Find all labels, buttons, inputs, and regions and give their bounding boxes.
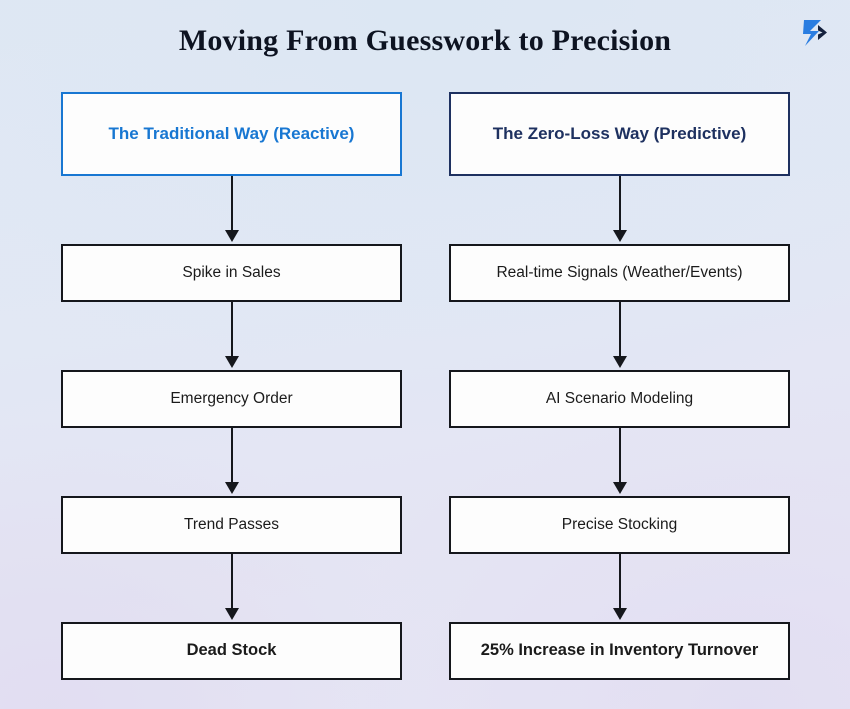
connector-arrow xyxy=(449,554,790,622)
column-zero-loss: The Zero-Loss Way (Predictive) Real-time… xyxy=(449,92,790,680)
arrow-stem xyxy=(230,554,233,610)
page-title: Moving From Guesswork to Precision xyxy=(178,24,672,57)
arrow-stem xyxy=(230,428,233,484)
node-zero-loss-4[interactable]: 25% Increase in Inventory Turnover xyxy=(449,622,790,680)
connector-arrow xyxy=(61,428,402,496)
arrow-head-icon xyxy=(612,608,627,620)
node-traditional-1[interactable]: Spike in Sales xyxy=(61,244,402,302)
node-zero-loss-3[interactable]: Precise Stocking xyxy=(449,496,790,554)
arrow-stem xyxy=(618,302,621,358)
connector-arrow xyxy=(61,302,402,370)
connector-arrow xyxy=(449,428,790,496)
column-traditional-header[interactable]: The Traditional Way (Reactive) xyxy=(61,92,402,176)
arrow-stem xyxy=(230,302,233,358)
connector-arrow xyxy=(449,302,790,370)
connector-arrow xyxy=(61,176,402,244)
arrow-head-icon xyxy=(224,230,239,242)
node-zero-loss-1[interactable]: Real-time Signals (Weather/Events) xyxy=(449,244,790,302)
node-traditional-4[interactable]: Dead Stock xyxy=(61,622,402,680)
arrow-head-icon xyxy=(612,356,627,368)
arrow-stem xyxy=(230,176,233,232)
arrow-head-icon xyxy=(224,482,239,494)
arrow-stem xyxy=(618,554,621,610)
arrow-head-icon xyxy=(224,608,239,620)
node-traditional-3[interactable]: Trend Passes xyxy=(61,496,402,554)
arrow-stem xyxy=(618,428,621,484)
connector-arrow xyxy=(61,554,402,622)
arrow-head-icon xyxy=(224,356,239,368)
connector-arrow xyxy=(449,176,790,244)
column-traditional: The Traditional Way (Reactive) Spike in … xyxy=(61,92,402,680)
node-zero-loss-2[interactable]: AI Scenario Modeling xyxy=(449,370,790,428)
column-zero-loss-header[interactable]: The Zero-Loss Way (Predictive) xyxy=(449,92,790,176)
node-traditional-2[interactable]: Emergency Order xyxy=(61,370,402,428)
brand-chevron-logo xyxy=(794,12,836,54)
arrow-head-icon xyxy=(612,230,627,242)
arrow-head-icon xyxy=(612,482,627,494)
arrow-stem xyxy=(618,176,621,232)
